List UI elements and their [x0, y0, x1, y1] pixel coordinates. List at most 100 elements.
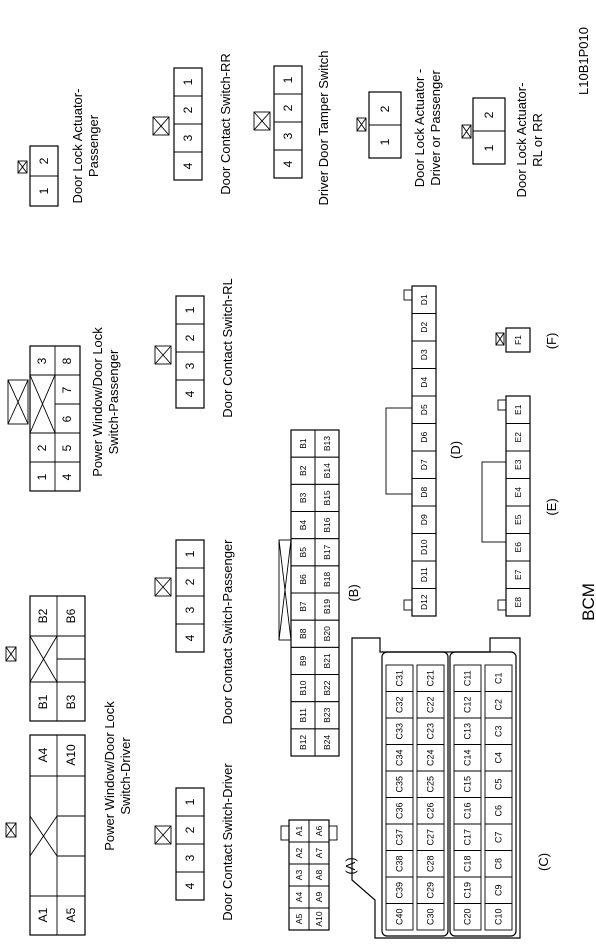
pin: 2: [181, 106, 195, 113]
pin-label: B24: [322, 735, 332, 750]
pin-label: D1: [419, 294, 429, 305]
pin-label: A9: [314, 892, 324, 903]
pin-label: B13: [322, 436, 332, 451]
pin-label: B2: [298, 465, 308, 476]
pin-label: C19: [463, 882, 473, 899]
bcm-label-e: (E): [544, 498, 559, 515]
pin: 4: [183, 390, 197, 397]
pin-cell: [453, 664, 482, 692]
pin: 2: [183, 334, 197, 341]
pin-label: B20: [322, 626, 332, 641]
lock-tab-icon: [154, 825, 172, 845]
pin-label: B4: [298, 520, 308, 531]
tamper-switch-connector: 4 3 2 1 Driver Door Tamper Switch: [253, 50, 331, 206]
lock-tab-icon: [356, 117, 367, 132]
pin-label: C4: [494, 752, 504, 764]
pin-label: D10: [419, 539, 429, 555]
pin-label: B1: [298, 438, 308, 449]
pin-label: B3: [298, 492, 308, 503]
pin: 4: [183, 882, 197, 889]
bcm-label-a: (A): [343, 857, 358, 874]
pin-cell: [484, 664, 513, 692]
pin-label: C9: [494, 884, 504, 896]
pin: 1: [482, 144, 496, 151]
bcm-connector-c: (C) C40C39C38C37C36C35C34C33C32C31C30C29…: [351, 637, 551, 939]
pin-label: A3: [294, 870, 304, 881]
pin-A4: A4: [36, 747, 50, 762]
pin-label: C24: [426, 749, 436, 766]
pin-label: B6: [298, 574, 308, 585]
pin-label: C38: [395, 855, 405, 872]
pin: 8: [60, 357, 74, 364]
pin: 2: [183, 826, 197, 833]
pin-A10: A10: [64, 744, 78, 766]
pin-label: D2: [419, 322, 429, 333]
bcm-label-c: (C): [536, 853, 551, 871]
dla-driver-title-2: Driver or Passenger: [428, 70, 443, 186]
pin-label: B16: [322, 517, 332, 532]
pin-label: C31: [395, 670, 405, 687]
pin-label: A7: [314, 848, 324, 859]
pin-label: A2: [294, 848, 304, 859]
pin-label: C32: [395, 696, 405, 713]
pin: 1: [183, 550, 197, 557]
pin: 4: [60, 473, 74, 480]
pin: 4: [281, 160, 295, 167]
pin: 4: [183, 634, 197, 641]
dla-rear-title-2: RL or RR: [530, 113, 545, 167]
lock-tab-icon: [5, 646, 17, 662]
lock-tab-icon: [253, 111, 271, 131]
pin-A5: A5: [64, 907, 78, 922]
pin-label: C36: [395, 802, 405, 819]
pin-label: C15: [463, 776, 473, 793]
pin-label: B14: [322, 463, 332, 478]
pin-label: B9: [298, 655, 308, 666]
dcs-rr-title: Door Contact Switch-RR: [218, 53, 233, 195]
pw-driver-connector: A1 A4 A5 A10 B1 B2 B3 B6 Power Window/Do…: [5, 595, 133, 936]
dla-passenger-title-1: Door Lock Actuator-: [70, 89, 85, 204]
lock-tab-icon: [5, 822, 17, 838]
pin-label: D3: [419, 349, 429, 360]
pin-label: C18: [463, 855, 473, 872]
pin-label: C22: [426, 696, 436, 713]
dcs-rr-connector: 4 3 2 1 Door Contact Switch-RR: [152, 53, 233, 195]
pin-label: B23: [322, 707, 332, 722]
bcm-label-b: (B): [346, 584, 361, 601]
pin-label: C8: [494, 858, 504, 870]
pin-label: C37: [395, 829, 405, 846]
pw-driver-title-2: Switch-Driver: [118, 737, 133, 815]
pin-cell: [314, 429, 340, 458]
lock-tab-icon: [17, 160, 28, 174]
bcm-label-d: (D): [448, 441, 463, 459]
pin-label: B5: [298, 547, 308, 558]
lock-tab-icon: [278, 539, 292, 641]
pin-label: A6: [314, 826, 324, 837]
pin-label: F1: [513, 335, 523, 345]
pin-label: E6: [513, 542, 523, 553]
pin: 1: [183, 306, 197, 313]
dcs-driver-title: Door Contact Switch-Driver: [220, 763, 235, 921]
pin-label: B12: [298, 735, 308, 750]
pin-label: C25: [426, 776, 436, 793]
tamper-switch-title: Driver Door Tamper Switch: [316, 50, 331, 205]
pin-label: A1: [294, 826, 304, 837]
pin: 3: [35, 357, 49, 364]
pin-label: C28: [426, 855, 436, 872]
pin-label: D4: [419, 377, 429, 388]
pin-cell: [505, 395, 531, 424]
pin-label: B7: [298, 601, 308, 612]
pin-label: C3: [494, 725, 504, 737]
pin-label: B17: [322, 544, 332, 559]
pin-label: B10: [298, 680, 308, 695]
pin-label: D5: [419, 404, 429, 415]
pin-label: C20: [463, 908, 473, 925]
pin-label: E8: [513, 597, 523, 608]
pin-label: C34: [395, 749, 405, 766]
pin-cell: [411, 285, 437, 314]
pin-label: C27: [426, 829, 436, 846]
dcs-passenger-title: Door Contact Switch-Passenger: [220, 539, 235, 725]
lock-tab-icon: [495, 332, 505, 346]
pw-passenger-title-1: Power Window/Door Lock: [90, 327, 105, 477]
bcm-connector-f: (F) F1: [495, 327, 559, 353]
